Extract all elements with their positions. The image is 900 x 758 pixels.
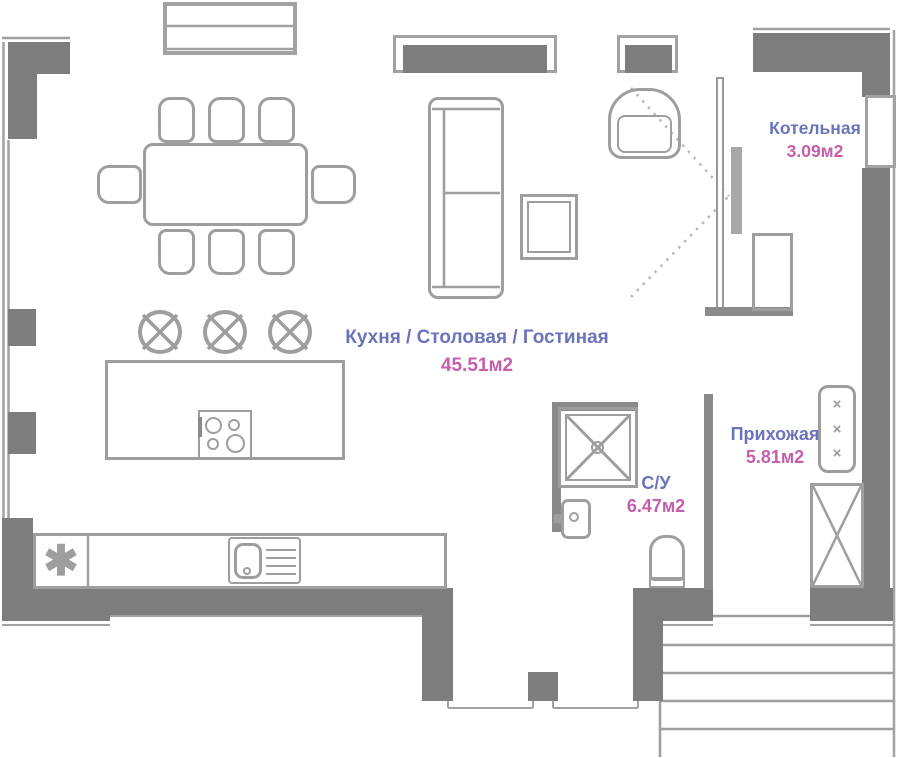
window-top-left <box>163 2 297 55</box>
wall-bathroom-bottom <box>633 588 713 621</box>
armchair <box>608 88 681 159</box>
wardrobe <box>810 483 864 588</box>
room-name: Котельная <box>769 118 861 138</box>
wall-right <box>862 168 890 620</box>
sink-drainboard-lines <box>266 549 296 575</box>
shower-cabin-inner <box>565 414 631 481</box>
chair <box>208 229 245 275</box>
wall-top-right-leg <box>862 33 890 97</box>
kitchen-counter <box>33 533 447 589</box>
room-label-bathroom: С/У 6.47м2 <box>627 472 685 518</box>
washbasin-faucet <box>554 514 562 523</box>
wall-bathroom-left <box>552 402 561 532</box>
sink-bowl <box>234 543 262 579</box>
burner-icon <box>226 434 245 453</box>
chair <box>311 165 356 204</box>
coat-hook-icon: × <box>832 396 842 414</box>
wall-top-left-leg <box>8 42 37 139</box>
cooktop <box>198 410 252 459</box>
pendant-light-icon <box>138 310 182 354</box>
door-swing-dashed-lines <box>630 87 730 298</box>
chair <box>97 165 142 204</box>
pendant-light-icon <box>203 310 247 354</box>
room-name: Кухня / Столовая / Гостиная <box>345 327 609 348</box>
wall-bottom-pier-down <box>422 588 453 701</box>
toilet-tank <box>649 577 685 588</box>
side-table-inner <box>527 201 571 253</box>
coat-rack: × × × <box>818 385 856 473</box>
burner-icon <box>228 419 240 431</box>
burner-icon <box>205 417 222 434</box>
boiler-unit <box>752 233 793 311</box>
room-name: Прихожая <box>730 424 820 444</box>
boiler-door-leaf <box>731 147 742 234</box>
wall-bottom-kitchen <box>110 588 427 615</box>
wall-bathroom-top <box>552 402 638 411</box>
side-table <box>520 194 578 260</box>
wall-hallway <box>704 394 713 590</box>
washbasin-drain <box>569 512 579 522</box>
sofa <box>428 97 504 299</box>
burner-icon <box>207 438 219 450</box>
room-label-hallway: Прихожая 5.81м2 <box>731 423 820 469</box>
wall-left-pier-2 <box>8 412 36 454</box>
wardrobe-cross-icon <box>811 485 863 586</box>
shower-drain <box>591 441 604 454</box>
room-area: 5.81м2 <box>745 447 805 467</box>
dining-table <box>143 143 308 226</box>
coat-hook-icon: × <box>832 444 842 462</box>
coat-hook-icon: × <box>832 420 842 438</box>
room-label-boiler: Котельная 3.09м2 <box>769 117 861 163</box>
wall-left-pier-1 <box>8 309 36 346</box>
sofa-cushion-lines <box>432 107 500 289</box>
armchair-seat <box>617 115 672 153</box>
window-top-center-sill <box>403 45 547 73</box>
wall-bottom-pier-mid <box>528 672 558 701</box>
room-area: 45.51м2 <box>440 355 514 376</box>
kitchen-sink-unit <box>228 537 301 584</box>
wall-bottom-left <box>2 588 110 621</box>
pendant-light-icon <box>268 310 312 354</box>
window-right-boiler <box>865 95 896 168</box>
room-area: 6.47м2 <box>626 496 686 516</box>
chair <box>258 229 295 275</box>
cooktop-control <box>198 417 202 437</box>
chair <box>258 97 295 143</box>
room-label-kitchen: Кухня / Столовая / Гостиная 45.51м2 <box>345 324 608 380</box>
appliance-asterisk-icon: ✱ <box>43 536 79 584</box>
opening-frame-lines <box>2 615 893 709</box>
wall-bottom-pier-right <box>633 620 663 701</box>
chair <box>158 97 195 143</box>
chair <box>158 229 195 275</box>
window-top-small-sill <box>625 45 672 73</box>
entry-porch-steps <box>658 614 893 757</box>
toilet <box>649 535 685 581</box>
shower-cabin <box>558 407 638 488</box>
chair <box>208 97 245 143</box>
sink-drain <box>243 567 251 575</box>
wall-boiler-bottom <box>705 307 793 316</box>
wall-partition-boiler <box>716 77 724 310</box>
room-name: С/У <box>641 473 671 493</box>
washbasin <box>561 499 591 539</box>
room-area: 3.09м2 <box>786 141 844 161</box>
